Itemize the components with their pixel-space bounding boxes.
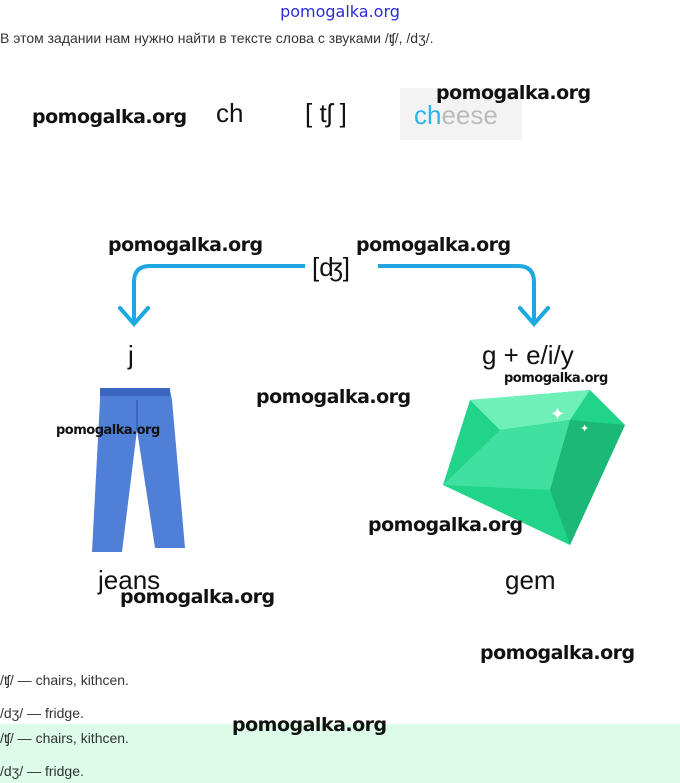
cheese-highlight: ch — [414, 100, 442, 130]
left-word: jeans — [98, 565, 161, 595]
right-word: gem — [505, 565, 556, 595]
intro-text: В этом задании нам нужно найти в тексте … — [0, 30, 434, 46]
watermark: pomogalka.org — [232, 714, 387, 736]
left-letter: j — [128, 340, 134, 370]
watermark: pomogalka.org — [436, 82, 591, 104]
watermark: pomogalka.org — [480, 642, 635, 664]
right-arrowhead — [518, 306, 550, 328]
watermark: pomogalka.org — [56, 423, 160, 438]
cheese-word: cheese — [414, 100, 498, 131]
watermark: pomogalka.org — [256, 386, 411, 408]
left-arrowhead — [118, 306, 150, 328]
dz-sound: [ʤ] — [312, 252, 351, 282]
watermark: pomogalka.org — [504, 371, 608, 386]
answer-line: /ʧ/ — chairs, kithcen. — [0, 672, 129, 688]
svg-text:✦: ✦ — [580, 423, 589, 435]
watermark: pomogalka.org — [32, 106, 187, 128]
highlighted-answer-line: /dʒ/ — fridge. — [0, 763, 84, 779]
ch-sound: [ tʃ ] — [305, 98, 347, 128]
ch-letters: ch — [216, 98, 244, 128]
watermark: pomogalka.org — [120, 586, 275, 608]
highlighted-answer-line: /ʧ/ — chairs, kithcen. — [0, 730, 129, 746]
cheese-image — [400, 88, 522, 140]
right-letter: g + e/i/y — [482, 340, 574, 370]
right-arrow — [378, 264, 536, 322]
header-watermark-link[interactable]: pomogalka.org — [280, 2, 400, 21]
answer-line: /dʒ/ — fridge. — [0, 705, 84, 721]
cheese-rest: eese — [441, 100, 498, 130]
highlighted-answer-box — [0, 724, 680, 783]
gem-icon: ✦ ✦ — [443, 390, 625, 545]
jeans-icon — [92, 388, 185, 552]
watermark: pomogalka.org — [108, 234, 263, 256]
svg-text:✦: ✦ — [550, 404, 565, 424]
watermark: pomogalka.org — [356, 234, 511, 256]
watermark: pomogalka.org — [368, 514, 523, 536]
left-arrow — [132, 264, 305, 322]
